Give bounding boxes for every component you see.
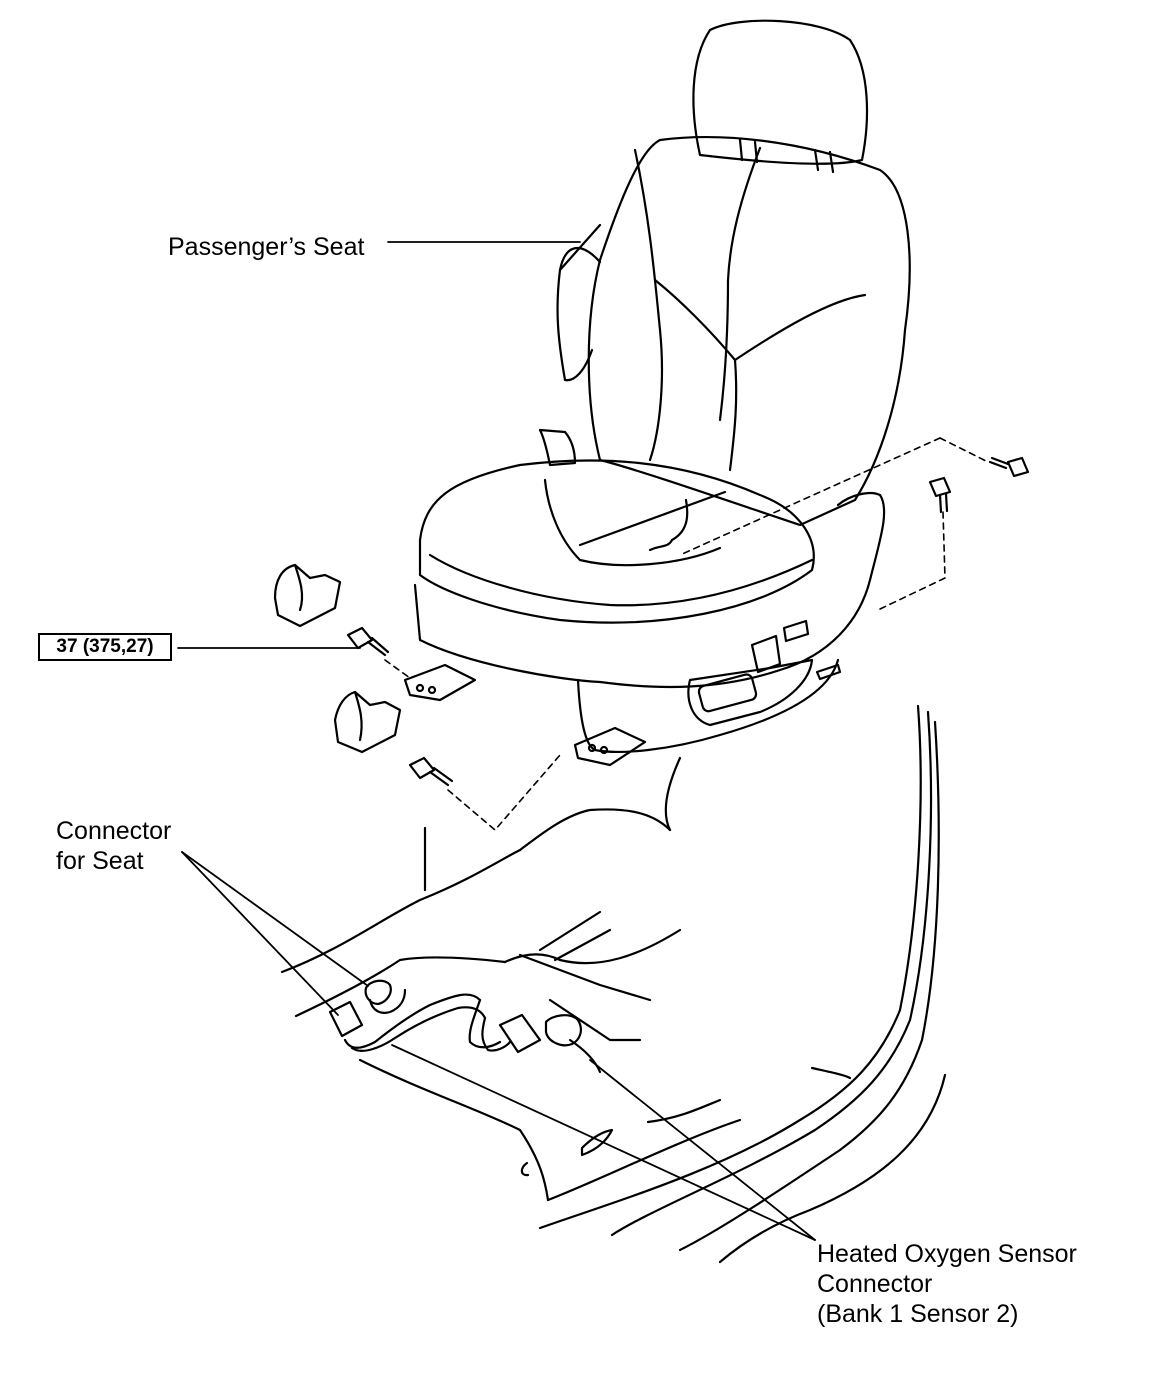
track-cover-lower — [333, 690, 402, 754]
wiring-harness — [343, 988, 602, 1074]
connector-for-seat-line-2: for Seat — [56, 847, 144, 875]
seat-back — [556, 135, 911, 527]
connector-for-seat-line-1: Connector — [56, 817, 172, 845]
seat-side-trim — [576, 491, 886, 753]
vehicle-floor — [280, 756, 852, 1202]
door-sill — [538, 704, 947, 1264]
passenger-seat-label: Passenger’s Seat — [168, 233, 365, 261]
seat-cushion — [413, 428, 815, 684]
bolt-front-right — [988, 456, 1030, 478]
heated-oxygen-sensor-line-2: Connector — [817, 1270, 933, 1298]
bolt-front-left — [346, 626, 390, 657]
connector-for-seat-plug — [328, 979, 392, 1038]
heated-oxygen-sensor-label: Heated Oxygen Sensor Connector (Bank 1 S… — [817, 1239, 1077, 1329]
connector-for-seat-label: Connector for Seat — [56, 816, 171, 876]
heated-oxygen-sensor-line-1: Heated Oxygen Sensor — [817, 1240, 1077, 1268]
heated-oxygen-sensor-line-3: (Bank 1 Sensor 2) — [817, 1300, 1019, 1328]
heated-oxygen-sensor-connector-plug — [498, 1013, 582, 1054]
torque-spec-box: 37 (375,27) — [38, 633, 172, 661]
bolt-rear-left — [408, 756, 454, 787]
bolt-rear-right — [928, 476, 952, 514]
leader-lines — [177, 241, 816, 1241]
track-cover-upper — [273, 563, 342, 628]
seat-rail-brackets — [403, 663, 647, 767]
dashed-alignment-lines — [384, 437, 989, 831]
headrest — [692, 19, 869, 174]
